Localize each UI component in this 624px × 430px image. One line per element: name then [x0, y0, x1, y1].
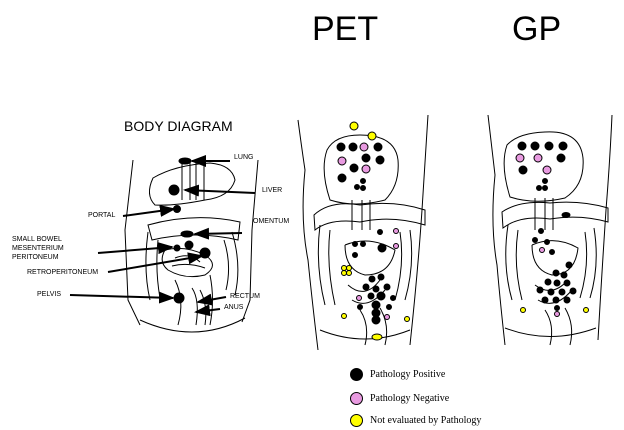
label-pelvis: PELVIS — [37, 291, 61, 298]
legend-swatch-positive — [350, 368, 363, 381]
label-mesenterium: MESENTERIUM — [12, 245, 64, 252]
label-liver: LIVER — [262, 187, 282, 194]
pet-sites — [337, 122, 410, 340]
legend-swatch-not-evaluated — [350, 414, 363, 427]
label-omentum: OMENTUM — [253, 218, 289, 225]
label-small-bowel: SMALL BOWEL — [12, 236, 62, 243]
label-rectum: RECTUM — [230, 293, 260, 300]
legend-item-negative: Pathology Negative — [350, 392, 449, 405]
body-diagram-arrows — [70, 161, 255, 312]
legend-item-not-evaluated: Not evaluated by Pathology — [350, 414, 481, 427]
legend-label-negative: Pathology Negative — [370, 393, 449, 404]
label-portal: PORTAL — [88, 212, 115, 219]
legend-item-positive: Pathology Positive — [350, 368, 445, 381]
label-peritoneum: PERITONEUM — [12, 254, 59, 261]
legend-label-positive: Pathology Positive — [370, 369, 445, 380]
label-anus: ANUS — [224, 304, 243, 311]
gp-sites — [516, 142, 589, 317]
label-lung: LUNG — [234, 154, 253, 161]
legend-swatch-negative — [350, 392, 363, 405]
legend-label-not-evaluated: Not evaluated by Pathology — [370, 415, 481, 426]
label-retroperitoneum: RETROPERITONEUM — [27, 269, 98, 276]
